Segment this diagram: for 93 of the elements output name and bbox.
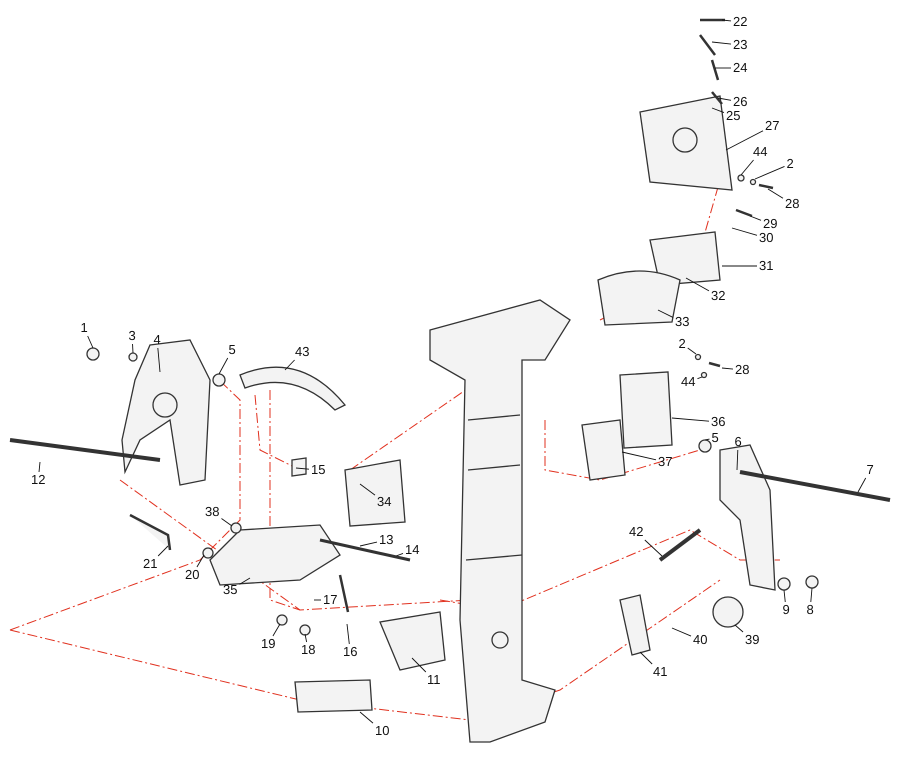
leader-line — [158, 546, 168, 556]
callout-number: 23 — [732, 38, 748, 52]
leader-line — [784, 590, 786, 602]
callout-number: 32 — [710, 289, 726, 303]
leader-line — [750, 216, 762, 221]
callout-number: 20 — [184, 568, 200, 582]
leader-line — [718, 98, 732, 101]
callout-number: 43 — [294, 345, 310, 359]
leader-line — [712, 42, 732, 44]
callout-number: 29 — [762, 217, 778, 231]
callout-number: 3 — [128, 329, 137, 343]
leader-line — [697, 376, 702, 380]
leader-line — [360, 712, 374, 724]
leader-line — [157, 348, 160, 372]
callout-number: 25 — [725, 109, 742, 123]
callout-number: 39 — [744, 633, 760, 647]
callout-number: 22 — [732, 15, 748, 29]
callout-number: 16 — [342, 645, 358, 659]
leader-line — [196, 554, 204, 568]
leader-line — [412, 658, 426, 672]
leader-line — [221, 518, 232, 526]
callout-number: 38 — [204, 505, 220, 519]
callout-number: 35 — [222, 583, 238, 597]
callout-number: 8 — [806, 603, 815, 617]
callout-number: 42 — [628, 525, 644, 539]
callout-number: 36 — [710, 415, 726, 429]
leader-line — [726, 130, 764, 150]
callout-number: 4 — [152, 333, 162, 347]
callout-number: 19 — [260, 637, 276, 651]
leader-line — [732, 228, 758, 236]
leader-line — [38, 462, 40, 472]
leader-line — [622, 452, 656, 460]
leader-line — [740, 160, 754, 176]
leader-line — [218, 358, 228, 374]
leader-line — [672, 628, 692, 637]
leader-line — [296, 468, 310, 470]
callout-number: 28 — [784, 197, 800, 211]
callout-number: 15 — [310, 463, 326, 477]
leader-line — [396, 552, 404, 556]
leader-line — [346, 624, 350, 644]
leader-line — [686, 278, 710, 292]
callout-number: 44 — [680, 375, 696, 389]
leader-line — [754, 166, 785, 180]
leader-line — [132, 344, 134, 354]
callout-number: 13 — [378, 533, 394, 547]
callout-number: 12 — [30, 473, 46, 487]
callout-number: 9 — [782, 603, 791, 617]
callout-number: 5 — [710, 431, 720, 445]
leader-line — [672, 418, 710, 422]
callout-number: 1 — [80, 321, 89, 335]
callout-number: 44 — [752, 145, 768, 159]
leader-line — [810, 588, 812, 602]
leader-line — [272, 624, 280, 636]
callout-number: 10 — [374, 724, 390, 738]
callout-number: 31 — [758, 259, 774, 273]
callout-number: 27 — [764, 119, 780, 133]
callout-number: 14 — [404, 543, 420, 557]
callout-number: 41 — [652, 665, 668, 679]
callout-number: 26 — [732, 95, 748, 109]
callout-number: 30 — [758, 231, 774, 245]
callout-number: 5 — [228, 343, 237, 357]
leader-line — [687, 348, 696, 354]
leader-line — [284, 360, 296, 370]
leader-line — [734, 624, 744, 632]
leader-line — [640, 652, 653, 664]
leader-line — [658, 310, 674, 318]
leader-line — [87, 336, 94, 348]
callout-number: 2 — [678, 337, 687, 351]
callout-number: 24 — [732, 61, 748, 75]
callout-number: 7 — [866, 463, 875, 477]
callout-number: 6 — [734, 435, 743, 449]
callout-number: 40 — [692, 633, 708, 647]
leader-line — [768, 188, 784, 199]
leader-line — [360, 484, 376, 496]
leader-line — [360, 542, 378, 546]
callout-number: 28 — [734, 363, 750, 377]
leader-line — [704, 438, 710, 440]
leader-line — [712, 108, 724, 113]
callout-number: 2 — [786, 157, 795, 171]
callout-number: 17 — [322, 593, 338, 607]
leader-line — [644, 540, 662, 556]
leader-line — [304, 634, 308, 642]
leader-line — [736, 450, 738, 470]
callout-number: 34 — [376, 495, 392, 509]
callout-number: 18 — [300, 643, 316, 657]
leader-line — [722, 368, 734, 370]
callout-number: 33 — [674, 315, 690, 329]
callout-number: 37 — [657, 455, 674, 469]
callout-number: 11 — [426, 673, 442, 687]
callout-number: 21 — [142, 557, 158, 571]
leader-line — [858, 478, 866, 492]
leader-line — [239, 578, 250, 585]
leader-line — [722, 20, 732, 22]
